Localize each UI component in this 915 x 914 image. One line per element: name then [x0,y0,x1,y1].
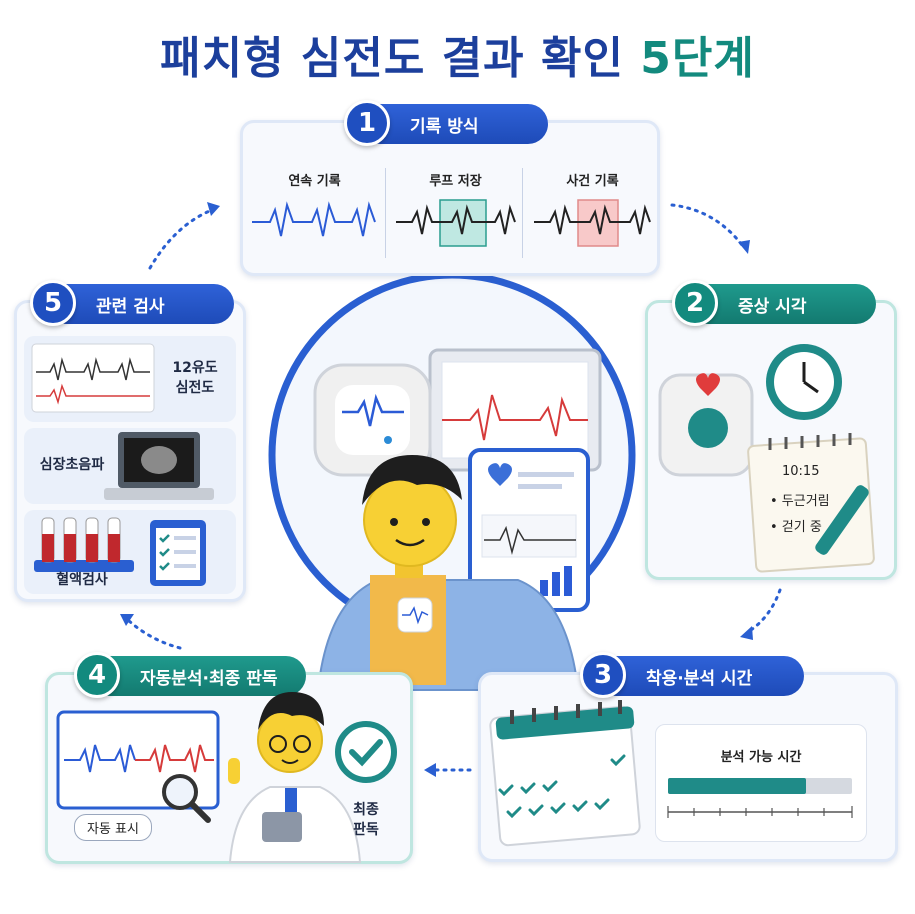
clock-icon [766,344,842,420]
step-2-label: 증상 시각 [738,296,807,317]
pen-icon [815,485,869,555]
step-3-label: 착용·분석 시간 [646,668,753,689]
step-2-number: 2 [672,280,718,326]
event-ecg-icon [534,204,651,235]
step-1-number: 1 [344,100,390,146]
ultrasound-machine-icon [104,432,214,500]
monitor-ecg-icon [442,394,588,441]
analysis-progress-fill [668,778,806,794]
auto-display-tag: 자동 표시 [74,814,152,841]
continuous-ecg-icon [252,201,376,237]
step-1-pill: 기록 방식 [360,104,548,144]
patient-figure-icon [316,455,580,691]
doctor-figure-icon [228,692,362,863]
final-check-icon [335,721,397,783]
page-title: 패치형 심전도 결과 확인 5단계 [0,22,915,86]
final-reading-label: 최종 판독 [353,802,379,838]
note-symptom: • 두근거림 [770,494,830,509]
step-3-pill: 착용·분석 시간 [596,656,804,696]
step-2-pill: 증상 시각 [688,284,876,324]
magnifier-icon [162,774,211,823]
mode-divider-1 [385,168,386,258]
monitor-screen [441,361,589,459]
step-5-number: 5 [30,280,76,326]
mode-loop-label: 루프 저장 [429,174,482,189]
mode-divider-2 [522,168,523,258]
step-3-number: 3 [580,652,626,698]
step-5-pill: 관련 검사 [46,284,234,324]
title-main: 패치형 심전도 결과 확인 [160,33,641,84]
test-blood-label: 혈액검사 [56,572,108,588]
step-5-label: 관련 검사 [96,296,165,317]
step-4-number: 4 [74,652,120,698]
mode-continuous-label: 연속 기록 [288,174,341,189]
test-echo-label: 심장초음파 [39,457,105,473]
step-1-card [240,120,660,276]
notepad-icon [747,433,875,573]
step-4-pill: 자동분석·최종 판독 [90,656,306,696]
checklist-clipboard-icon [150,520,206,586]
title-accent: 5단계 [640,33,755,84]
step-1-label: 기록 방식 [410,116,479,137]
note-time: 10:15 [782,464,820,479]
ecg-paper-icon [31,343,155,413]
step-4-label: 자동분석·최종 판독 [140,668,278,689]
mode-event-label: 사건 기록 [566,174,619,189]
test-ecg12-label: 12유도 심전도 [172,360,218,396]
analysis-time-label: 분석 가능 시간 [720,750,802,765]
loop-ecg-icon [396,204,516,235]
blood-tubes-icon [34,517,134,572]
note-activity: • 걷기 중 [770,520,822,535]
